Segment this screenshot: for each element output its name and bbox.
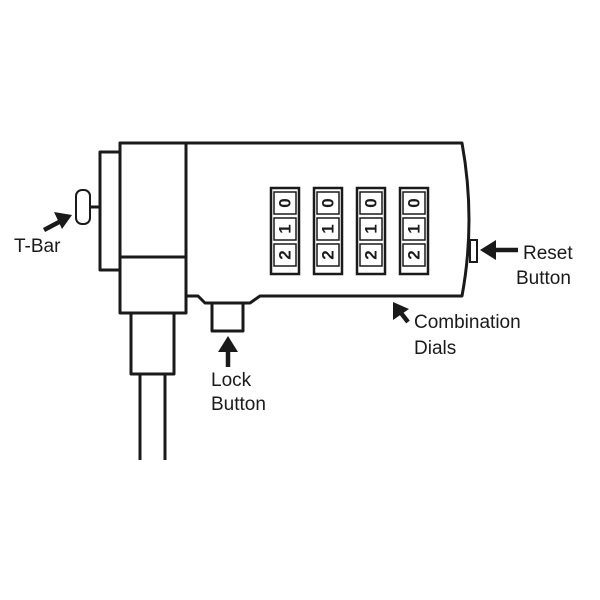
dial-digit-cell <box>273 217 297 241</box>
lock-button[interactable] <box>210 301 245 333</box>
dial-digit: 2 <box>362 250 381 259</box>
combination-dials-label-line2: Dials <box>414 338 456 359</box>
combination-dial[interactable]: 0 1 2 <box>269 186 301 276</box>
dial-digit: 0 <box>405 198 424 207</box>
dial-digit-cell <box>273 191 297 215</box>
reset-button-arrow <box>480 240 518 260</box>
t-bar-arrow <box>42 212 72 232</box>
combination-dial[interactable]: 0 1 2 <box>355 186 387 276</box>
dial-digit-cell <box>402 191 426 215</box>
dial-digit: 2 <box>405 250 424 259</box>
combination-dials: 0 1 2 0 1 2 0 1 2 0 1 2 <box>269 186 430 276</box>
lock-button-label-line2: Button <box>211 394 266 415</box>
reset-button-label-line1: Reset <box>523 243 573 264</box>
dial-digit-cell <box>359 191 383 215</box>
dial-digit-cell <box>359 217 383 241</box>
combination-dial[interactable]: 0 1 2 <box>398 186 430 276</box>
lock-button-arrow <box>218 336 238 367</box>
lock-button-label-line1: Lock <box>211 370 252 391</box>
dial-digit-cell <box>402 217 426 241</box>
cable-collar <box>129 310 176 376</box>
dial-digit: 2 <box>276 250 295 259</box>
dial-digit: 1 <box>362 224 381 233</box>
t-bar <box>75 150 122 272</box>
combination-dial[interactable]: 0 1 2 <box>312 186 344 276</box>
reset-button[interactable] <box>469 239 478 263</box>
dial-digit: 0 <box>276 198 295 207</box>
dial-digit-cell <box>359 243 383 267</box>
dial-digit: 0 <box>319 198 338 207</box>
dial-digit-cell <box>316 191 340 215</box>
combination-dials-arrow <box>393 302 410 324</box>
lock-head <box>118 141 188 315</box>
dial-digit-cell <box>273 243 297 267</box>
dial-digit: 0 <box>362 198 381 207</box>
dial-digit-cell <box>316 243 340 267</box>
dial-digit-cell <box>402 243 426 267</box>
dial-digit: 1 <box>319 224 338 233</box>
combination-dials-label-line1: Combination <box>414 312 521 333</box>
dial-digit: 1 <box>405 224 424 233</box>
reset-button-label-line2: Button <box>516 268 571 289</box>
t-bar-label: T-Bar <box>14 236 61 257</box>
cable <box>138 370 167 460</box>
dial-digit: 2 <box>319 250 338 259</box>
dial-digit: 1 <box>276 224 295 233</box>
dial-digit-cell <box>316 217 340 241</box>
